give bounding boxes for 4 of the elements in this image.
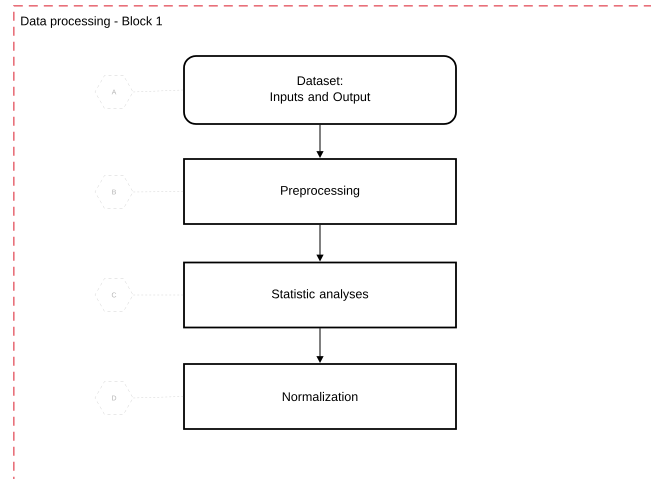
- process-box: Preprocessing: [183, 158, 457, 225]
- process-box: Normalization: [183, 363, 457, 430]
- rounded-box: Dataset: Inputs and Output: [183, 55, 457, 125]
- process-box: Statistic analyses: [183, 262, 457, 328]
